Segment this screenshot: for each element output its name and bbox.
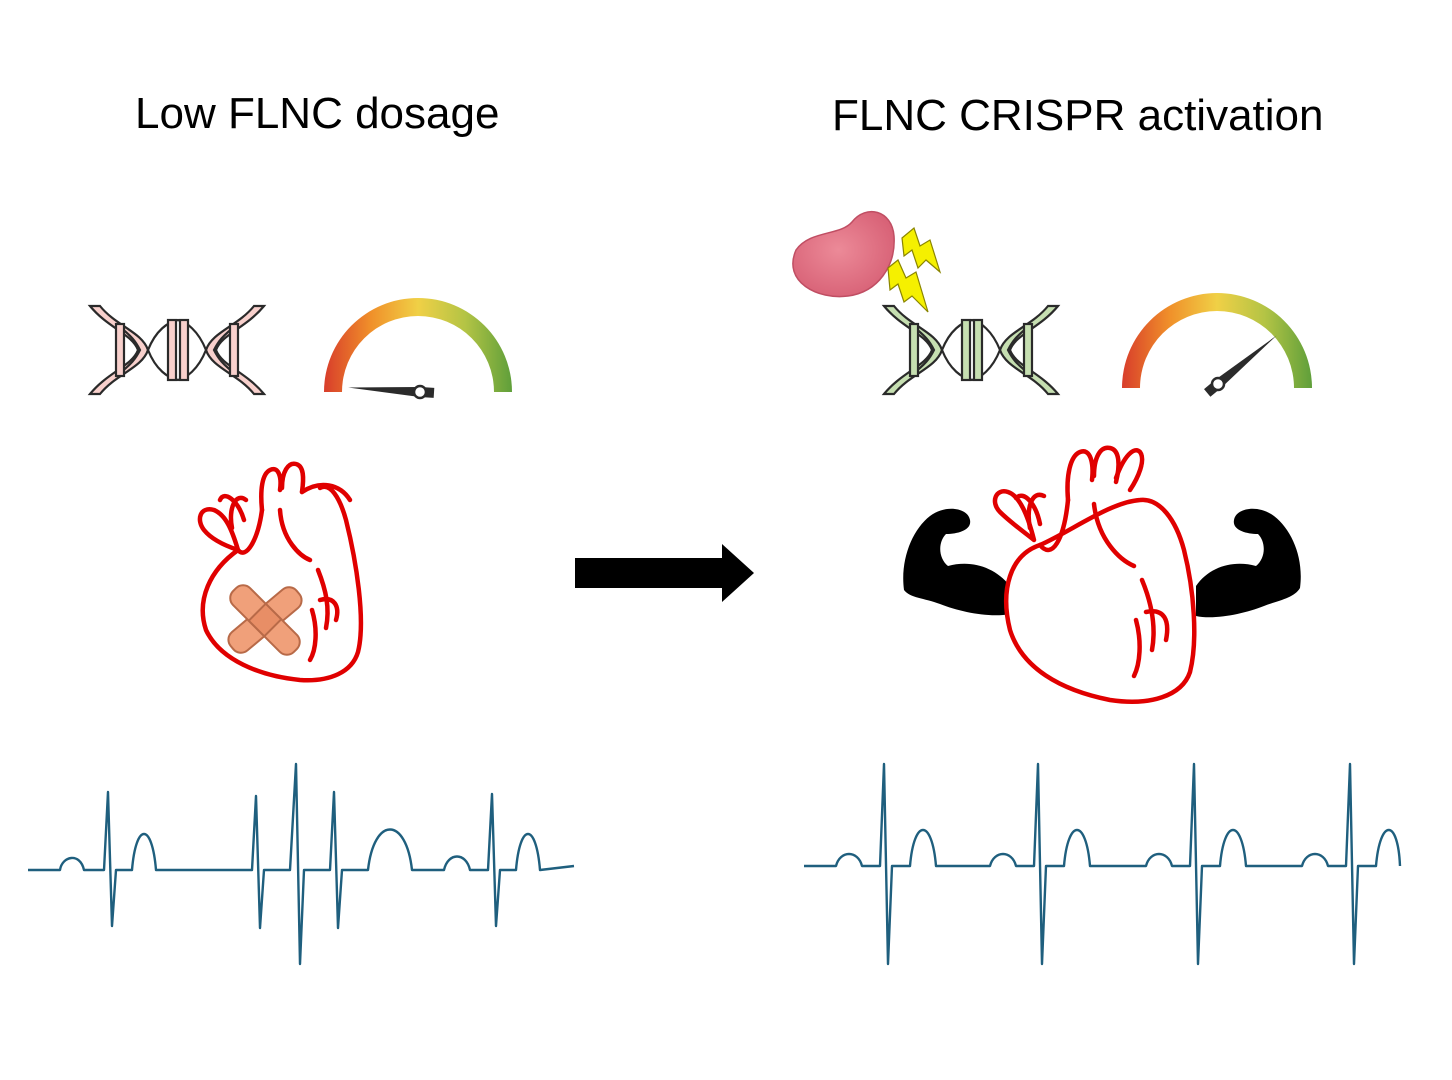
gauge-pivot — [412, 384, 428, 400]
gauge-pivot — [1210, 376, 1226, 392]
dna-icon — [881, 304, 1061, 396]
gauge-icon — [324, 298, 512, 400]
regular-ecg-icon — [804, 762, 1402, 966]
right-arrow-icon — [575, 544, 754, 602]
strong-heart-icon — [903, 445, 1301, 704]
right-panel-title: FLNC CRISPR activation — [832, 91, 1324, 140]
bandage-icon — [227, 584, 303, 656]
gauge-needle — [348, 387, 435, 398]
irregular-ecg-icon — [28, 762, 575, 966]
activator-protein-icon — [792, 211, 895, 298]
dna-icon — [87, 304, 267, 396]
left-panel-title: Low FLNC dosage — [135, 89, 500, 138]
lightning-icon — [887, 226, 942, 313]
gauge-icon — [1122, 293, 1312, 397]
injured-heart-icon — [197, 461, 364, 683]
